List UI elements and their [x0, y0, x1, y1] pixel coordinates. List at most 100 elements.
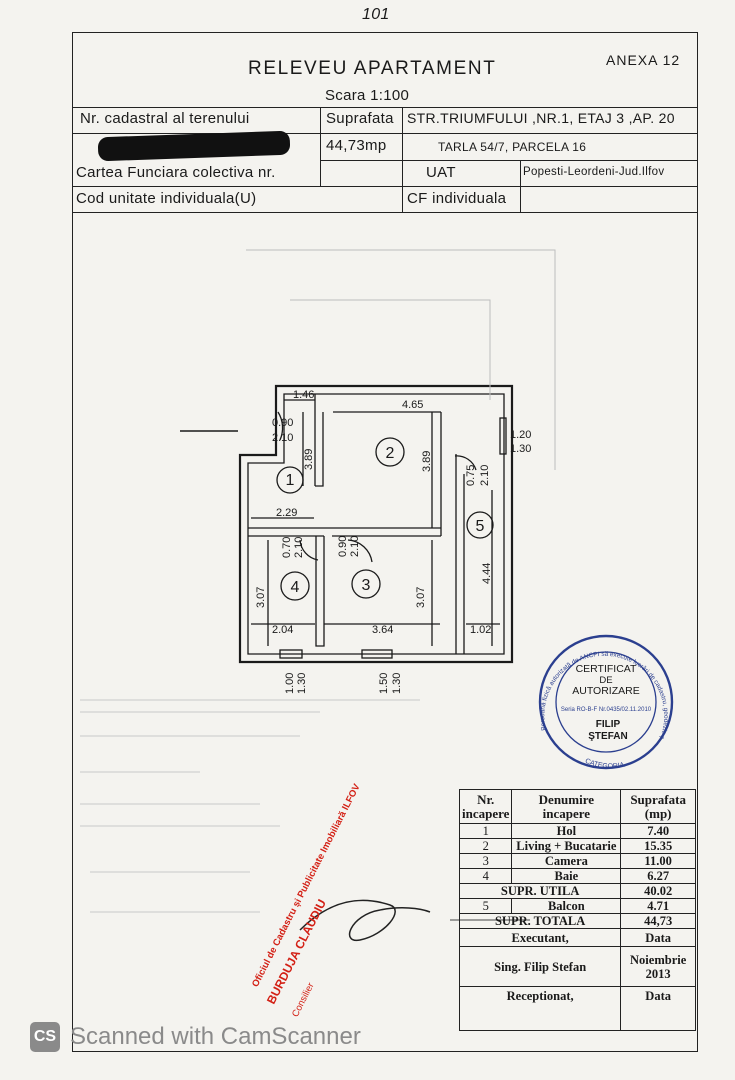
table-row: Sing. Filip Stefan Noiembrie 2013 — [458, 946, 696, 987]
legend-cell: 4.71 — [620, 898, 696, 914]
table-row: SUPR. TOTALA 44,73 — [458, 913, 696, 929]
document-sheet — [72, 32, 698, 1052]
document-title: RELEVEU APARTAMENT — [248, 58, 497, 79]
cadastral-label: Nr. cadastral al terenului — [80, 110, 250, 127]
legend-cell: 7.40 — [620, 823, 696, 839]
partition-wall — [248, 527, 441, 537]
supr-utila-value: 40.02 — [620, 883, 696, 899]
dim-label: 3.64 — [372, 624, 393, 636]
legend-cell: 4 — [458, 868, 513, 884]
page-number: 101 — [362, 6, 390, 23]
dim-label: 1.50 — [378, 673, 390, 694]
door-arc — [347, 539, 373, 563]
dim-label: 0.75 — [465, 465, 477, 486]
table-row: 3 Camera 11.00 — [458, 853, 696, 869]
surface-label: Suprafata — [326, 110, 394, 127]
legend-cell: Living + Bucatarie — [511, 838, 622, 854]
scanned-with-watermark: Scanned with CamScanner — [70, 1023, 361, 1050]
dim-label: 3.07 — [415, 587, 427, 608]
supr-utila-label: SUPR. UTILA — [458, 883, 622, 899]
stamp-name2: ŞTEFAN — [588, 731, 627, 742]
partition-wall — [314, 394, 324, 487]
receptionat-label: Receptionat, — [458, 986, 622, 1005]
dim-label: 1.00 — [284, 673, 296, 694]
table-row: SUPR. UTILA 40.02 — [458, 883, 696, 899]
table-row: 1 Hol 7.40 — [458, 823, 696, 839]
signature — [299, 899, 431, 942]
legend-head-name: Denumire incapere — [511, 789, 622, 824]
legend-cell: 5 — [458, 898, 513, 914]
dim-label: 2.29 — [276, 507, 297, 519]
dim-label: 4.65 — [402, 399, 423, 411]
room-label-1: 1 — [286, 472, 295, 489]
annex-label: ANEXA 12 — [606, 52, 681, 68]
scale-label: Scara 1:100 — [325, 87, 410, 104]
header-divider — [402, 107, 403, 212]
dim-label: 3.07 — [255, 587, 267, 608]
legend-cell: Baie — [511, 868, 622, 884]
legend-cell: 11.00 — [620, 853, 696, 869]
uat-label: UAT — [426, 164, 456, 181]
header-divider — [320, 160, 698, 161]
balcony-wall — [455, 454, 465, 654]
dim-label: 1.30 — [296, 673, 308, 694]
stamp-serial: Seria RO-B-F Nr.0435/02.11.2010 — [561, 707, 652, 713]
door-arc — [277, 411, 284, 441]
dim-label: 0.90 — [337, 536, 349, 557]
supr-totala-value: 44,73 — [620, 913, 696, 929]
door-arc — [299, 539, 319, 561]
dim-label: 3.89 — [421, 451, 433, 472]
surface-value: 44,73mp — [326, 137, 387, 154]
stamp-ring-bottom: CATEGORIA — [584, 758, 625, 771]
legend-cell: 2 — [458, 838, 513, 854]
dim-label: 1.20 — [510, 429, 531, 441]
legend-cell: Hol — [511, 823, 622, 839]
header-divider — [320, 107, 321, 186]
parcel-info: TARLA 54/7, PARCELA 16 — [438, 140, 587, 154]
data-label: Data — [620, 986, 696, 1005]
dim-label: 2.10 — [293, 537, 305, 558]
header-divider — [72, 186, 698, 187]
data-label: Data — [620, 928, 696, 947]
header-divider — [72, 133, 698, 134]
window — [499, 417, 507, 455]
dim-label: 2.10 — [349, 536, 361, 557]
dim-label: 2.10 — [479, 465, 491, 486]
dim-label: 4.44 — [481, 563, 493, 584]
header-divider — [520, 160, 521, 212]
table-row: 4 Baie 6.27 — [458, 868, 696, 884]
dim-label: 1.30 — [510, 443, 531, 455]
inner-wall-line — [247, 393, 505, 655]
legend-head-nr: Nr. incapere — [458, 789, 513, 824]
address: STR.TRIUMFULUI ,NR.1, ETAJ 3 ,AP. 20 — [407, 110, 675, 126]
table-row: 5 Balcon 4.71 — [458, 898, 696, 914]
legend-cell: 3 — [458, 853, 513, 869]
executant-name: Sing. Filip Stefan — [458, 946, 622, 987]
dim-label: 3.89 — [303, 449, 315, 470]
dim-label: 2.10 — [272, 432, 293, 444]
executant-label: Executant, — [458, 928, 622, 947]
dim-label: 0.70 — [281, 537, 293, 558]
legend-cell: Camera — [511, 853, 622, 869]
stamp-line3: AUTORIZARE — [572, 685, 639, 697]
camscanner-logo: CS — [30, 1022, 60, 1052]
legend-cell: 6.27 — [620, 868, 696, 884]
legend-cell: 1 — [458, 823, 513, 839]
dim-label: 2.04 — [272, 624, 293, 636]
dim-label: 1.30 — [391, 673, 403, 694]
outer-wall — [238, 384, 514, 664]
room-label-5: 5 — [476, 518, 485, 535]
room-label-4: 4 — [291, 579, 300, 596]
carte-funciara-label: Cartea Funciara colectiva nr. — [76, 164, 276, 181]
room-label-2: 2 — [386, 445, 395, 462]
header-divider — [72, 107, 698, 108]
table-row: Executant, Data — [458, 928, 696, 947]
stamp-line1: CERTIFICAT — [576, 663, 637, 675]
stamp-line2: DE — [599, 675, 612, 686]
window — [279, 649, 303, 659]
stamp-name1: FILIP — [596, 719, 621, 730]
uat-value: Popesti-Leordeni-Jud.Ilfov — [523, 166, 665, 178]
cod-unitate-label: Cod unitate individuala(U) — [76, 190, 257, 207]
legend-head-surface: Suprafata (mp) — [620, 789, 696, 824]
